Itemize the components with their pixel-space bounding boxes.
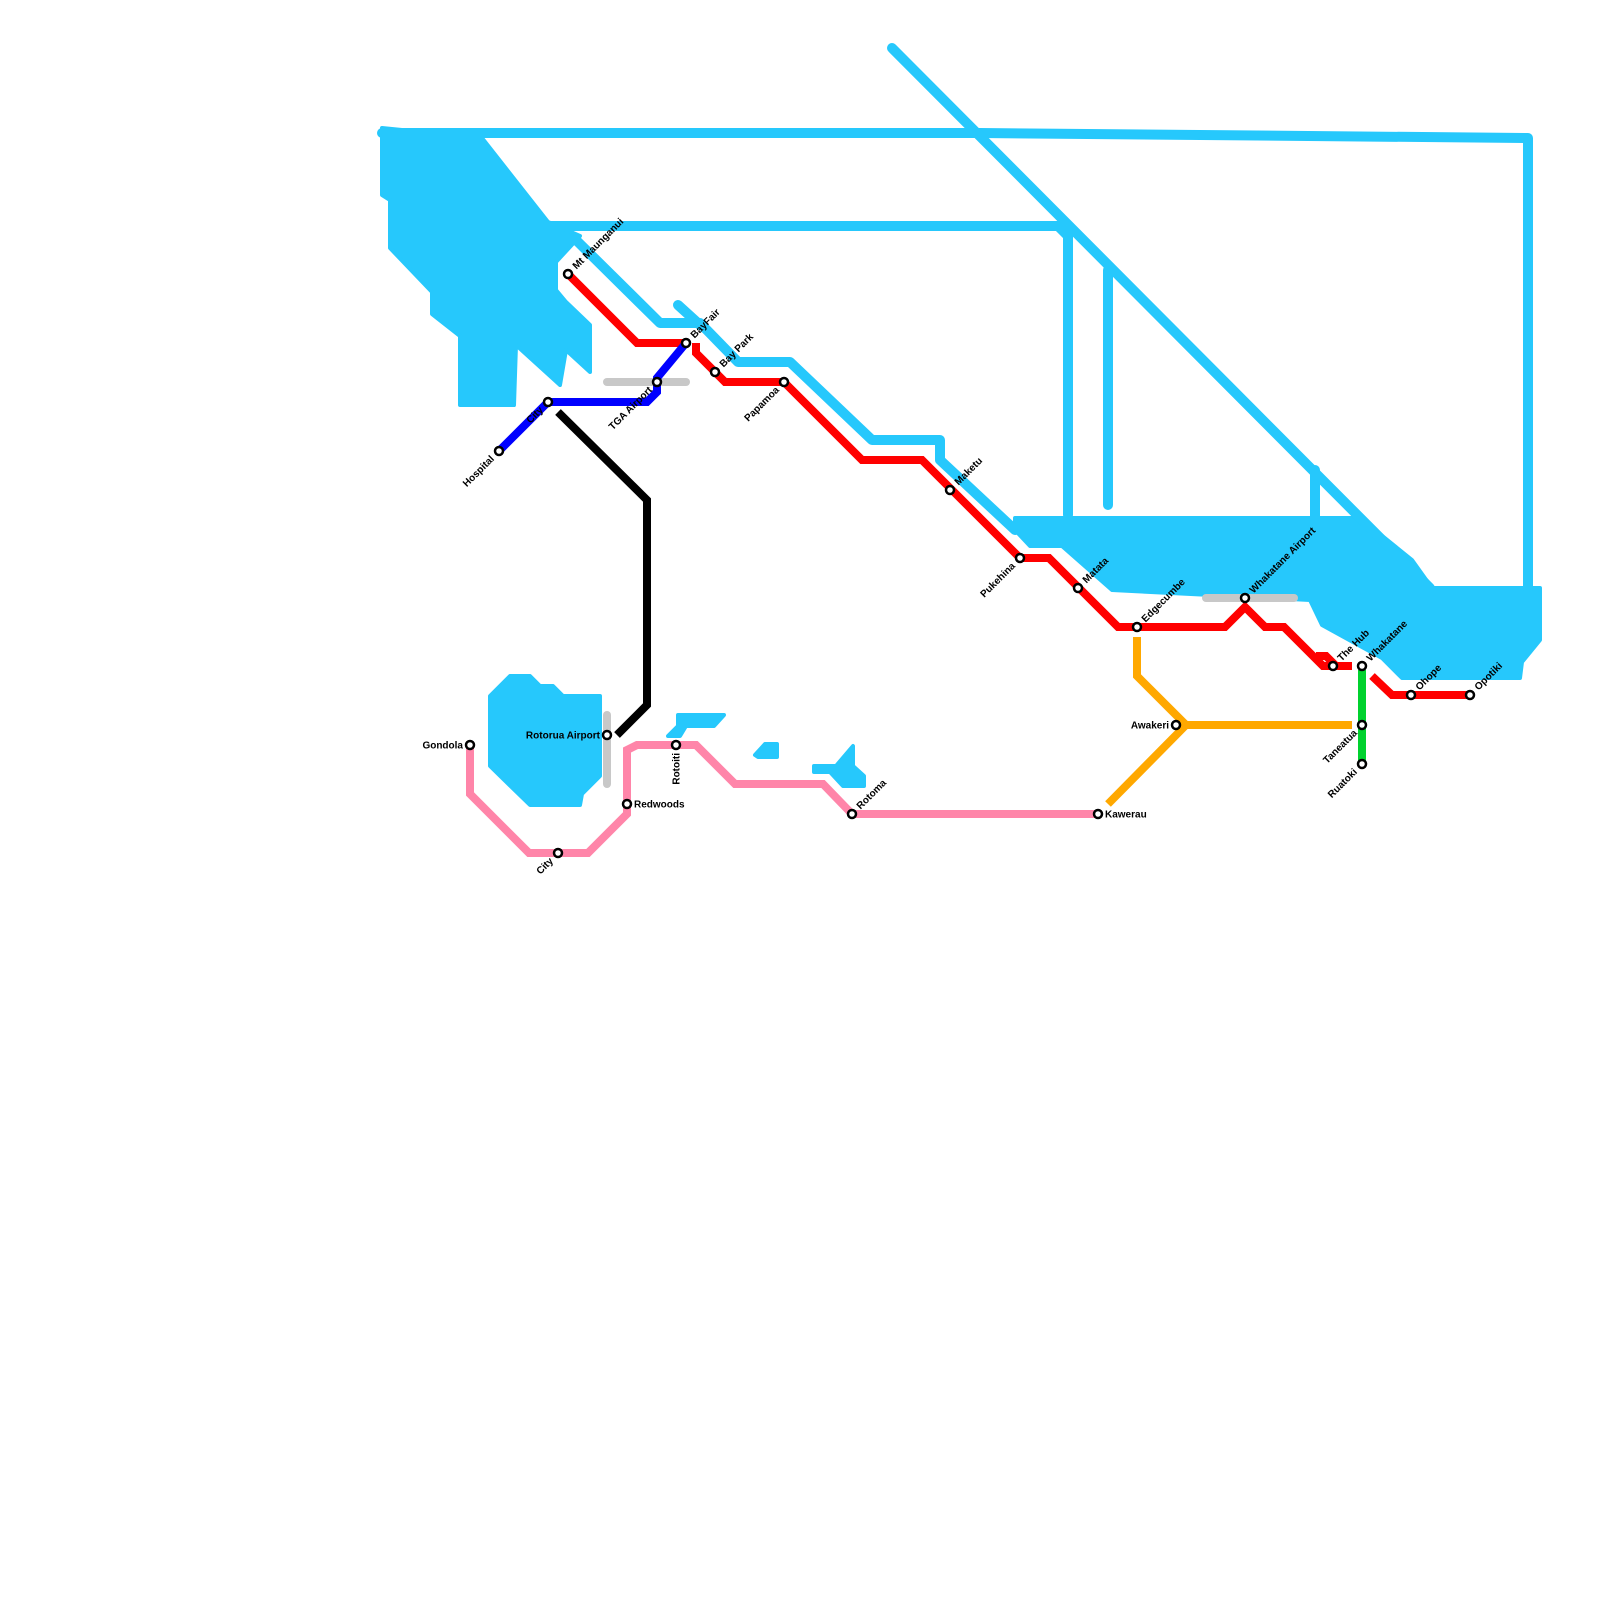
tauranga-harbour <box>380 126 592 407</box>
station-marker[interactable] <box>670 739 682 751</box>
station-marker[interactable] <box>493 445 505 457</box>
water-layer <box>377 43 1542 807</box>
coast-diagonal <box>887 43 1435 593</box>
station-redwoods[interactable]: Redwoods <box>621 798 685 811</box>
station-marker[interactable] <box>1092 808 1104 820</box>
inner-coast <box>543 221 1073 520</box>
station-marker[interactable] <box>542 396 554 408</box>
pink-line <box>466 741 1098 857</box>
station-label: Rotorua Airport <box>526 731 601 742</box>
station-marker[interactable] <box>778 376 790 388</box>
station-label: Redwoods <box>634 800 685 811</box>
station-label: TGA Airport <box>607 384 655 432</box>
lake-rotorua <box>488 674 602 807</box>
station-marker[interactable] <box>601 729 613 741</box>
station-city[interactable]: City <box>525 396 554 426</box>
station-marker[interactable] <box>1356 758 1368 770</box>
routes <box>466 271 1470 857</box>
station-label: Awakeri <box>1131 721 1169 732</box>
station-marker[interactable] <box>1170 719 1182 731</box>
station-marker[interactable] <box>1014 552 1026 564</box>
station-rotoiti[interactable]: Rotoiti <box>670 739 683 785</box>
station-kawerau[interactable]: Kawerau <box>1092 808 1147 821</box>
station-label: Ruatoki <box>1326 767 1360 801</box>
station-label: Hospital <box>461 454 497 490</box>
station-rotorua-airport[interactable]: Rotorua Airport <box>526 729 613 742</box>
estuary <box>673 300 705 330</box>
lake-rotoiti <box>666 713 726 738</box>
station-marker[interactable] <box>464 739 476 751</box>
station-pukehina[interactable]: Pukehina <box>979 552 1026 601</box>
station-label: Papamoa <box>743 385 783 425</box>
station-marker[interactable] <box>1131 621 1143 633</box>
station-marker[interactable] <box>1072 582 1084 594</box>
station-marker[interactable] <box>1327 660 1339 672</box>
station-label: Taneatua <box>1322 728 1361 767</box>
station-marker[interactable] <box>680 337 692 349</box>
station-awakeri[interactable]: Awakeri <box>1131 719 1182 732</box>
station-marker[interactable] <box>1464 689 1476 701</box>
station-label: Pukehina <box>979 561 1019 601</box>
station-marker[interactable] <box>1356 660 1368 672</box>
station-ruatoki[interactable]: Ruatoki <box>1326 758 1368 801</box>
lake-rotoma <box>812 744 866 788</box>
station-marker[interactable] <box>1405 689 1417 701</box>
station-marker[interactable] <box>944 484 956 496</box>
station-marker[interactable] <box>562 268 574 280</box>
station-gondola[interactable]: Gondola <box>422 739 476 752</box>
orange-line <box>1133 637 1352 729</box>
station-label: Gondola <box>422 741 463 752</box>
red-line <box>565 271 686 347</box>
blue-line <box>496 340 690 454</box>
station-marker[interactable] <box>651 376 663 388</box>
station-marker[interactable] <box>1356 719 1368 731</box>
station-marker[interactable] <box>846 808 858 820</box>
coast-south <box>571 235 1020 535</box>
station-label: City <box>535 856 556 877</box>
station-marker[interactable] <box>1239 592 1251 604</box>
station-label: Kawerau <box>1105 810 1147 821</box>
station-marker[interactable] <box>621 798 633 810</box>
orange-line <box>1105 722 1189 807</box>
station-marker[interactable] <box>709 366 721 378</box>
black-line <box>555 409 651 738</box>
red-line <box>1369 673 1470 699</box>
station-hospital[interactable]: Hospital <box>461 445 505 490</box>
lake-small <box>753 742 779 759</box>
station-marker[interactable] <box>552 847 564 859</box>
red-line <box>692 343 1352 670</box>
station-label: Rotoiti <box>672 753 683 785</box>
coast-top <box>377 128 1533 593</box>
